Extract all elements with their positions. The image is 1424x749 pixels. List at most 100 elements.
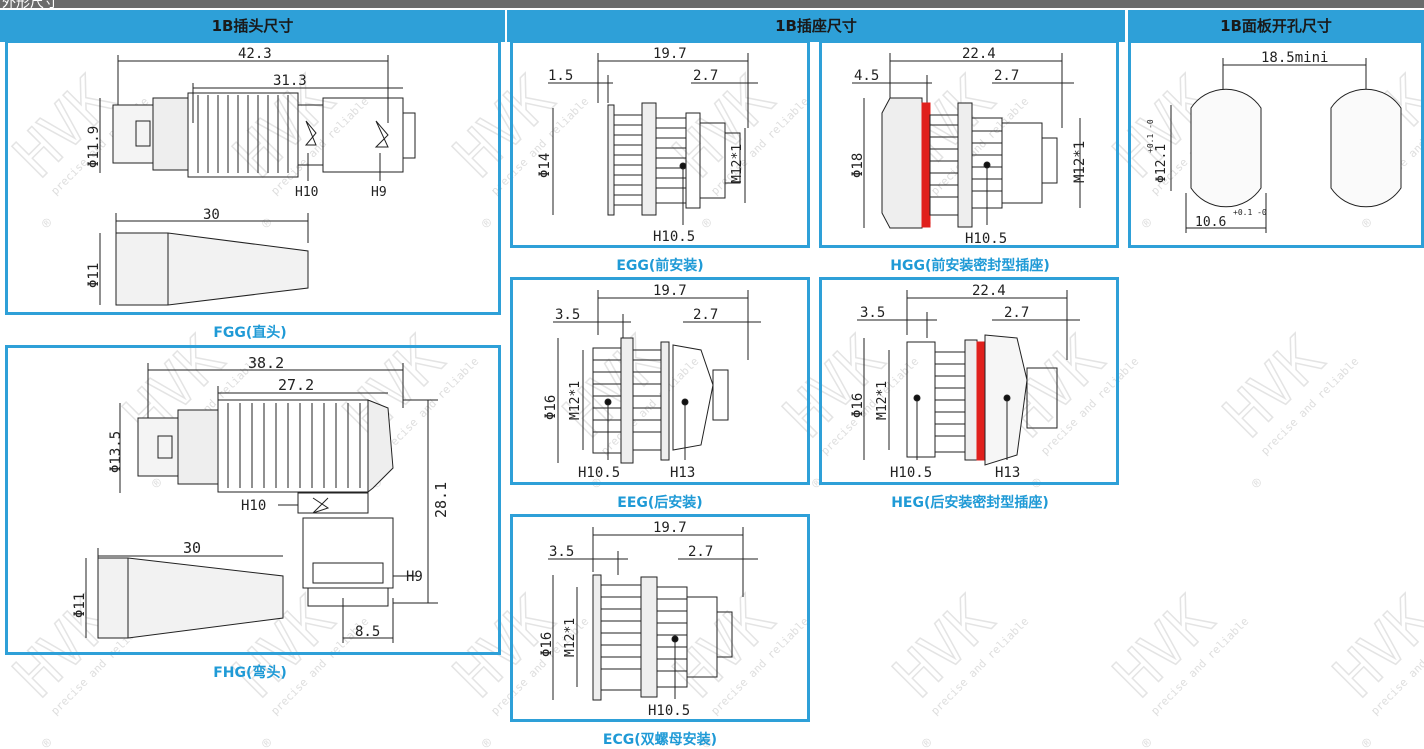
hgg-tail-dim: 2.7 bbox=[994, 68, 1019, 84]
caption-fhg: FHG(弯头) bbox=[213, 665, 287, 681]
fhg-boot-dim: 30 bbox=[183, 539, 201, 557]
egg-drawing: 19.7 1.5 2.7 Φ14 M12*1 H10.5 bbox=[537, 46, 758, 245]
heg-drawing: 22.4 3.5 2.7 Φ16 M12*1 H10.5 H13 bbox=[850, 283, 1080, 481]
top-title: 外形尺寸 bbox=[2, 0, 58, 8]
cutout-shape-left bbox=[1190, 88, 1262, 208]
panel-fhg: 38.2 27.2 Φ13.5 H10 H9 28.1 30 Φ11 8.5 bbox=[5, 345, 501, 655]
heg-tail-dim: 2.7 bbox=[1004, 305, 1029, 321]
panel-eeg: 19.7 3.5 2.7 Φ16 M12*1 H10.5 H13 bbox=[510, 277, 810, 485]
svg-text:®: ® bbox=[919, 735, 937, 748]
svg-text:HVK: HVK bbox=[1211, 324, 1337, 450]
fhg-dia-dim: Φ13.5 bbox=[108, 431, 124, 473]
hgg-total-dim: 22.4 bbox=[962, 46, 996, 62]
heg-nut-label: H10.5 bbox=[890, 465, 932, 481]
ecg-thread-lines bbox=[601, 596, 687, 672]
top-bar: 外形尺寸 bbox=[0, 0, 1424, 8]
panel-egg: 19.7 1.5 2.7 Φ14 M12*1 H10.5 bbox=[510, 40, 810, 248]
eeg-dia-dim: Φ16 bbox=[543, 395, 559, 420]
svg-text:®: ® bbox=[39, 735, 57, 748]
ecg-tail-dim: 2.7 bbox=[688, 544, 713, 560]
hgg-flange-dim: 4.5 bbox=[854, 68, 879, 84]
fgg-h9-label: H9 bbox=[371, 185, 387, 200]
eeg-nut-label: H10.5 bbox=[578, 465, 620, 481]
panel-heg: 22.4 3.5 2.7 Φ16 M12*1 H10.5 H13 bbox=[819, 277, 1119, 485]
svg-text:HVK: HVK bbox=[881, 584, 1007, 710]
eeg-nut2-label: H13 bbox=[670, 465, 695, 481]
fhg-offset-dim: 8.5 bbox=[355, 624, 380, 640]
svg-text:precise and reliable: precise and reliable bbox=[928, 615, 1031, 718]
egg-dia-dim: Φ14 bbox=[537, 153, 553, 178]
svg-text:precise and reliable: precise and reliable bbox=[1368, 615, 1424, 718]
eeg-flange-dim: 3.5 bbox=[555, 307, 580, 323]
eeg-drawing: 19.7 3.5 2.7 Φ16 M12*1 H10.5 H13 bbox=[543, 283, 761, 481]
fhg-drawing: 38.2 27.2 Φ13.5 H10 H9 28.1 30 Φ11 8.5 bbox=[72, 354, 450, 643]
caption-eeg: EEG(后安装) bbox=[617, 495, 703, 511]
caption-egg: EGG(前安装) bbox=[616, 258, 704, 274]
ecg-nut-label: H10.5 bbox=[648, 703, 690, 719]
svg-text:precise and reliable: precise and reliable bbox=[1148, 615, 1251, 718]
heg-thread-dim: M12*1 bbox=[875, 381, 890, 420]
panel-cutout: 18.5mini Φ12.1 +0.1 -0 10.6 +0.1 -0 bbox=[1128, 40, 1424, 248]
svg-text:®: ® bbox=[1359, 735, 1377, 748]
svg-text:HVK: HVK bbox=[1101, 584, 1227, 710]
svg-text:®: ® bbox=[1139, 735, 1157, 748]
hgg-seal-ring bbox=[921, 102, 931, 228]
svg-text:precise and reliable: precise and reliable bbox=[1258, 355, 1361, 458]
panel-ecg: 19.7 3.5 2.7 Φ16 M12*1 H10.5 bbox=[510, 514, 810, 722]
egg-tail-dim: 2.7 bbox=[693, 68, 718, 84]
fhg-h9-label: H9 bbox=[406, 569, 423, 585]
fhg-boot-dia-dim: Φ11 bbox=[72, 593, 88, 618]
caption-heg: HEG(后安装密封型插座) bbox=[891, 495, 1049, 511]
fgg-dia-dim: Φ11.9 bbox=[86, 126, 102, 168]
svg-text:®: ® bbox=[259, 735, 277, 748]
hgg-drawing: 22.4 4.5 2.7 Φ18 M12*1 H10.5 bbox=[850, 46, 1088, 247]
ecg-flange-dim: 3.5 bbox=[549, 544, 574, 560]
header-socket: 1B插座尺寸 bbox=[507, 10, 1125, 42]
cutout-drawing: 18.5mini Φ12.1 +0.1 -0 10.6 +0.1 -0 bbox=[1146, 50, 1402, 233]
heg-nut2-label: H13 bbox=[995, 465, 1020, 481]
heg-total-dim: 22.4 bbox=[972, 283, 1006, 299]
heg-thread-lines bbox=[935, 363, 965, 437]
fhg-grip-ribs bbox=[227, 403, 361, 488]
fgg-body-dim: 31.3 bbox=[273, 73, 307, 89]
header-panel: 1B面板开孔尺寸 bbox=[1128, 10, 1424, 42]
ecg-dia-dim: Φ16 bbox=[539, 632, 555, 657]
egg-total-dim: 19.7 bbox=[653, 46, 687, 62]
hgg-thread-dim: M12*1 bbox=[1072, 141, 1088, 183]
svg-text:HVK: HVK bbox=[1321, 584, 1424, 710]
heg-flange-dim: 3.5 bbox=[860, 305, 885, 321]
eeg-total-dim: 19.7 bbox=[653, 283, 687, 299]
caption-fgg: FGG(直头) bbox=[213, 325, 287, 341]
svg-text:®: ® bbox=[1249, 475, 1267, 493]
egg-nut-label: H10.5 bbox=[653, 229, 695, 245]
cutout-shape-right bbox=[1330, 88, 1402, 208]
cutout-flat-dim: 10.6 bbox=[1195, 215, 1226, 230]
egg-thread-lines bbox=[614, 124, 686, 196]
caption-hgg: HGG(前安装密封型插座) bbox=[890, 258, 1050, 274]
fhg-total-dim: 38.2 bbox=[248, 354, 284, 372]
ecg-drawing: 19.7 3.5 2.7 Φ16 M12*1 H10.5 bbox=[539, 520, 758, 719]
ecg-total-dim: 19.7 bbox=[653, 520, 687, 536]
egg-flange-dim: 1.5 bbox=[548, 68, 573, 84]
hgg-nut-label: H10.5 bbox=[965, 231, 1007, 247]
caption-ecg: ECG(双螺母安装) bbox=[602, 732, 718, 748]
panel-fgg: 42.3 31.3 Φ11.9 H10 H9 30 Φ11 bbox=[5, 40, 501, 315]
svg-text:®: ® bbox=[479, 735, 497, 748]
egg-thread-dim: M12*1 bbox=[730, 144, 745, 183]
fhg-body-dim: 27.2 bbox=[278, 376, 314, 394]
cutout-dia-tol: +0.1 -0 bbox=[1146, 119, 1155, 153]
panel-hgg: 22.4 4.5 2.7 Φ18 M12*1 H10.5 bbox=[819, 40, 1119, 248]
fhg-h10-label: H10 bbox=[241, 498, 266, 514]
fgg-boot-dia-dim: Φ11 bbox=[86, 263, 102, 288]
heg-seal-ring bbox=[976, 341, 986, 461]
cutout-flat-tol: +0.1 -0 bbox=[1233, 208, 1267, 217]
eeg-thread-lines bbox=[593, 359, 661, 433]
fgg-total-dim: 42.3 bbox=[238, 46, 272, 62]
ecg-thread-dim: M12*1 bbox=[563, 618, 578, 657]
fgg-grip-ribs bbox=[197, 95, 289, 173]
fgg-boot-dim: 30 bbox=[203, 207, 220, 223]
